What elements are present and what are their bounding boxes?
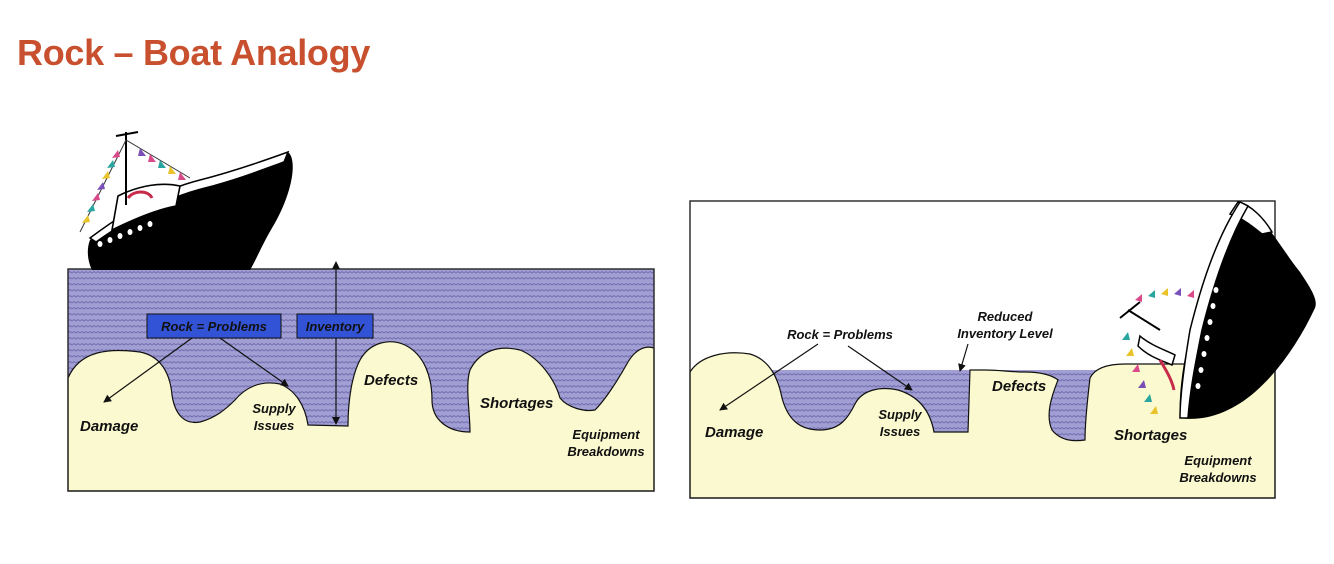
equipment-label-2: Breakdowns — [567, 444, 644, 459]
reduced-label-1: Reduced — [978, 309, 1034, 324]
inventory-label: Inventory — [306, 319, 365, 334]
equipment-label-right-2: Breakdowns — [1179, 470, 1256, 485]
damage-label-right: Damage — [705, 424, 763, 441]
defects-label: Defects — [364, 372, 418, 389]
supply-label-2: Issues — [254, 418, 294, 433]
damage-label: Damage — [80, 418, 138, 435]
shortages-label-right: Shortages — [1114, 427, 1187, 444]
rock-problems-label: Rock = Problems — [161, 319, 267, 334]
equipment-label-1: Equipment — [572, 427, 640, 442]
supply-label-1: Supply — [252, 401, 296, 416]
right-diagram: Rock = Problems Reduced Inventory Level … — [690, 201, 1316, 498]
supply-label-right-2: Issues — [880, 424, 920, 439]
defects-label-right: Defects — [992, 378, 1046, 395]
supply-label-right-1: Supply — [878, 407, 922, 422]
left-diagram: Rock = Problems Inventory Damage Supply … — [68, 132, 654, 491]
rock-problems-label-right: Rock = Problems — [787, 327, 893, 342]
cruise-ship-icon — [80, 132, 293, 270]
equipment-label-right-1: Equipment — [1184, 453, 1252, 468]
shortages-label: Shortages — [480, 395, 553, 412]
reduced-label-2: Inventory Level — [957, 326, 1053, 341]
